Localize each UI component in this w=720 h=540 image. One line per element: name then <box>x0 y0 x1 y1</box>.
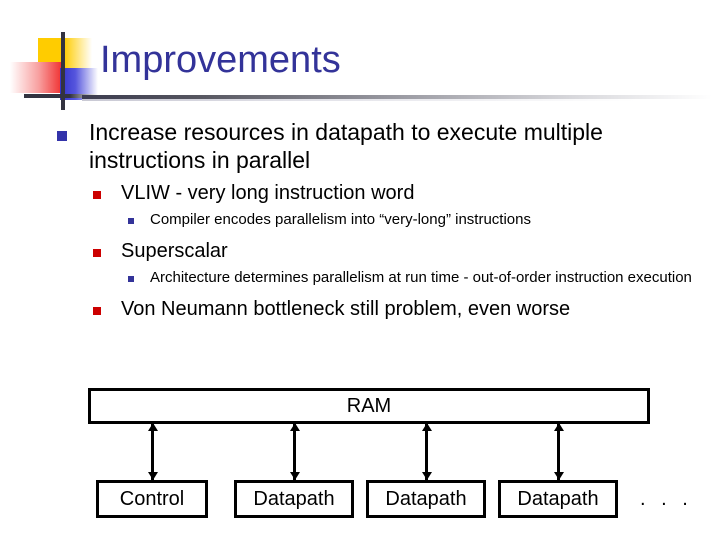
double-arrow-icon <box>289 423 300 480</box>
double-arrow-icon <box>147 423 158 480</box>
spacer <box>0 288 720 296</box>
title-divider-shadow <box>82 99 712 101</box>
logo-red-block <box>10 62 62 93</box>
control-box: Control <box>96 480 208 518</box>
list-item: Increase resources in datapath to execut… <box>57 118 702 174</box>
list-item-text: VLIW - very long instruction word <box>121 182 415 204</box>
title-divider <box>82 95 712 99</box>
list-item-text: Increase resources in datapath to execut… <box>89 119 603 173</box>
datapath-box-3: Datapath <box>498 480 618 518</box>
datapath-box-1: Datapath <box>234 480 354 518</box>
list-item: VLIW - very long instruction word <box>93 180 702 206</box>
decorative-logo <box>8 30 98 110</box>
ellipsis-label: . . . <box>640 488 693 510</box>
list-item-text: Von Neumann bottleneck still problem, ev… <box>121 298 571 320</box>
page-title: Improvements <box>100 39 341 81</box>
double-arrow-icon <box>421 423 432 480</box>
bullet-square-icon <box>93 191 101 199</box>
datapath-box-2: Datapath <box>366 480 486 518</box>
logo-vertical-line <box>61 32 65 110</box>
double-arrow-icon <box>553 423 564 480</box>
list-item: Superscalar <box>93 238 702 264</box>
bullet-square-icon <box>128 218 134 224</box>
list-item: Architecture determines parallelism at r… <box>128 268 698 288</box>
architecture-diagram: RAM Control Datapath Datapath Datapath .… <box>0 386 720 540</box>
list-item: Compiler encodes parallelism into “very-… <box>128 210 698 230</box>
list-item: Von Neumann bottleneck still problem, ev… <box>93 296 702 322</box>
list-item-text: Superscalar <box>121 240 228 262</box>
list-item-text: Architecture determines parallelism at r… <box>150 269 692 286</box>
list-item-text: Compiler encodes parallelism into “very-… <box>150 211 531 228</box>
bullet-square-icon <box>128 276 134 282</box>
bullet-list: Increase resources in datapath to execut… <box>0 118 720 322</box>
bullet-square-icon <box>93 307 101 315</box>
bullet-square-icon <box>93 249 101 257</box>
bullet-square-icon <box>57 131 67 141</box>
ram-box: RAM <box>88 388 650 424</box>
spacer <box>0 230 720 238</box>
